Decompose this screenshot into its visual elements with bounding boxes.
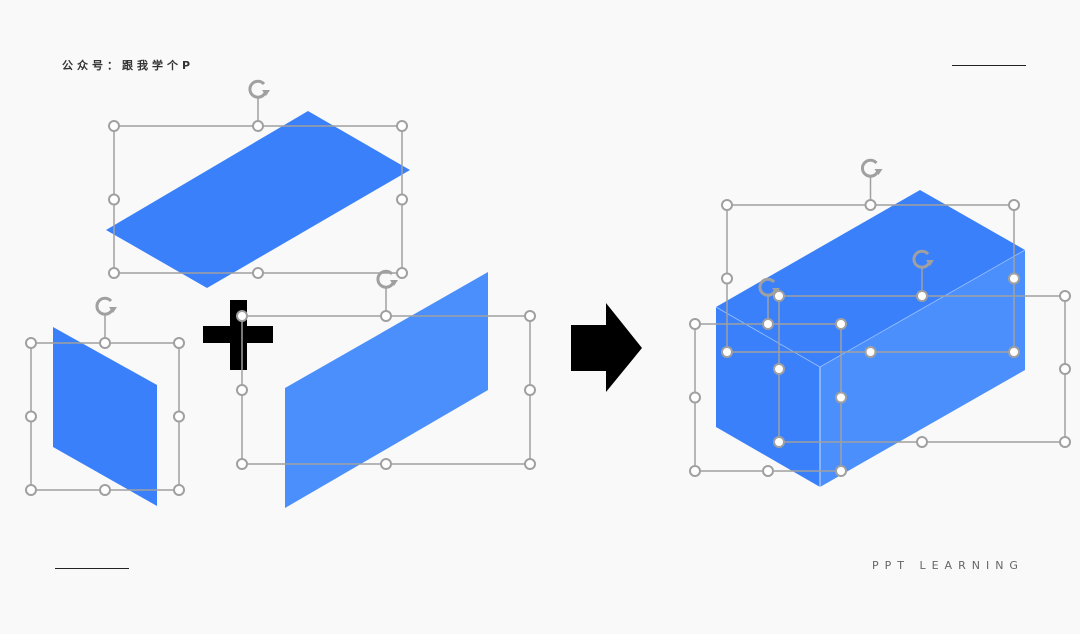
resize-handle[interactable]	[25, 484, 37, 496]
rotate-handle-icon[interactable]	[95, 296, 114, 316]
resize-handle[interactable]	[916, 436, 928, 448]
resize-handle[interactable]	[689, 391, 701, 404]
resize-handle[interactable]	[524, 384, 536, 396]
cube-top-face[interactable]	[716, 190, 1025, 367]
resize-handle[interactable]	[689, 465, 701, 477]
resize-handle[interactable]	[762, 318, 774, 330]
bottom-rule	[55, 568, 129, 569]
resize-handle[interactable]	[1059, 436, 1071, 448]
resize-handle[interactable]	[396, 120, 408, 132]
rotate-handle-icon[interactable]	[912, 249, 931, 269]
top-face-shape[interactable]	[106, 111, 410, 288]
cube-right-face[interactable]	[820, 250, 1025, 487]
rotate-arrowhead	[262, 90, 270, 96]
resize-handle[interactable]	[689, 318, 701, 330]
brand-text: PPT LEARNING	[872, 559, 1024, 572]
resize-handle[interactable]	[173, 410, 185, 423]
resize-handle[interactable]	[1008, 272, 1020, 285]
resize-handle[interactable]	[1008, 199, 1020, 211]
resize-handle[interactable]	[252, 120, 264, 132]
resize-handle[interactable]	[108, 120, 120, 132]
resize-handle[interactable]	[236, 384, 248, 396]
rotate-handle-icon[interactable]	[758, 277, 777, 297]
resize-handle[interactable]	[396, 267, 408, 279]
resize-handle[interactable]	[99, 337, 111, 349]
resize-handle[interactable]	[396, 193, 408, 206]
arrow-right-icon	[571, 303, 642, 392]
resize-handle[interactable]	[380, 458, 392, 470]
resize-handle[interactable]	[916, 290, 928, 302]
rotate-handle-icon[interactable]	[248, 79, 267, 99]
resize-handle[interactable]	[380, 310, 392, 322]
resize-handle[interactable]	[835, 465, 847, 477]
resize-handle[interactable]	[173, 484, 185, 496]
rotate-arrowhead	[109, 307, 117, 313]
top-rule	[952, 65, 1026, 66]
resize-handle[interactable]	[108, 267, 120, 279]
resize-handle[interactable]	[864, 346, 877, 358]
resize-handle[interactable]	[1008, 346, 1020, 358]
rotate-arrowhead	[874, 169, 883, 175]
resize-handle[interactable]	[524, 310, 536, 322]
right-face-shape[interactable]	[285, 272, 488, 508]
left-face-shape[interactable]	[53, 327, 157, 506]
resize-handle[interactable]	[773, 436, 785, 448]
resize-handle[interactable]	[762, 465, 774, 477]
plus-icon	[203, 300, 273, 370]
resize-handle[interactable]	[1059, 363, 1071, 375]
resize-handle[interactable]	[108, 193, 120, 206]
resize-handle[interactable]	[524, 458, 536, 470]
rotate-handle-icon[interactable]	[860, 158, 879, 178]
account-caption: 公众号：跟我学个P	[62, 59, 195, 72]
resize-handle[interactable]	[864, 199, 877, 211]
resize-handle[interactable]	[835, 391, 847, 404]
resize-handle[interactable]	[236, 310, 248, 322]
resize-handle[interactable]	[835, 318, 847, 330]
resize-handle[interactable]	[252, 267, 264, 279]
resize-handle[interactable]	[773, 363, 785, 375]
resize-handle[interactable]	[25, 410, 37, 423]
resize-handle[interactable]	[773, 290, 785, 302]
resize-handle[interactable]	[1059, 290, 1071, 302]
resize-handle[interactable]	[721, 272, 733, 285]
rotate-handle-icon[interactable]	[376, 269, 395, 289]
resize-handle[interactable]	[25, 337, 37, 349]
resize-handle[interactable]	[721, 199, 733, 211]
resize-handle[interactable]	[99, 484, 111, 496]
rotate-arrowhead	[926, 260, 934, 266]
rotate-arrowhead	[390, 280, 398, 286]
resize-handle[interactable]	[236, 458, 248, 470]
resize-handle[interactable]	[173, 337, 185, 349]
resize-handle[interactable]	[721, 346, 733, 358]
